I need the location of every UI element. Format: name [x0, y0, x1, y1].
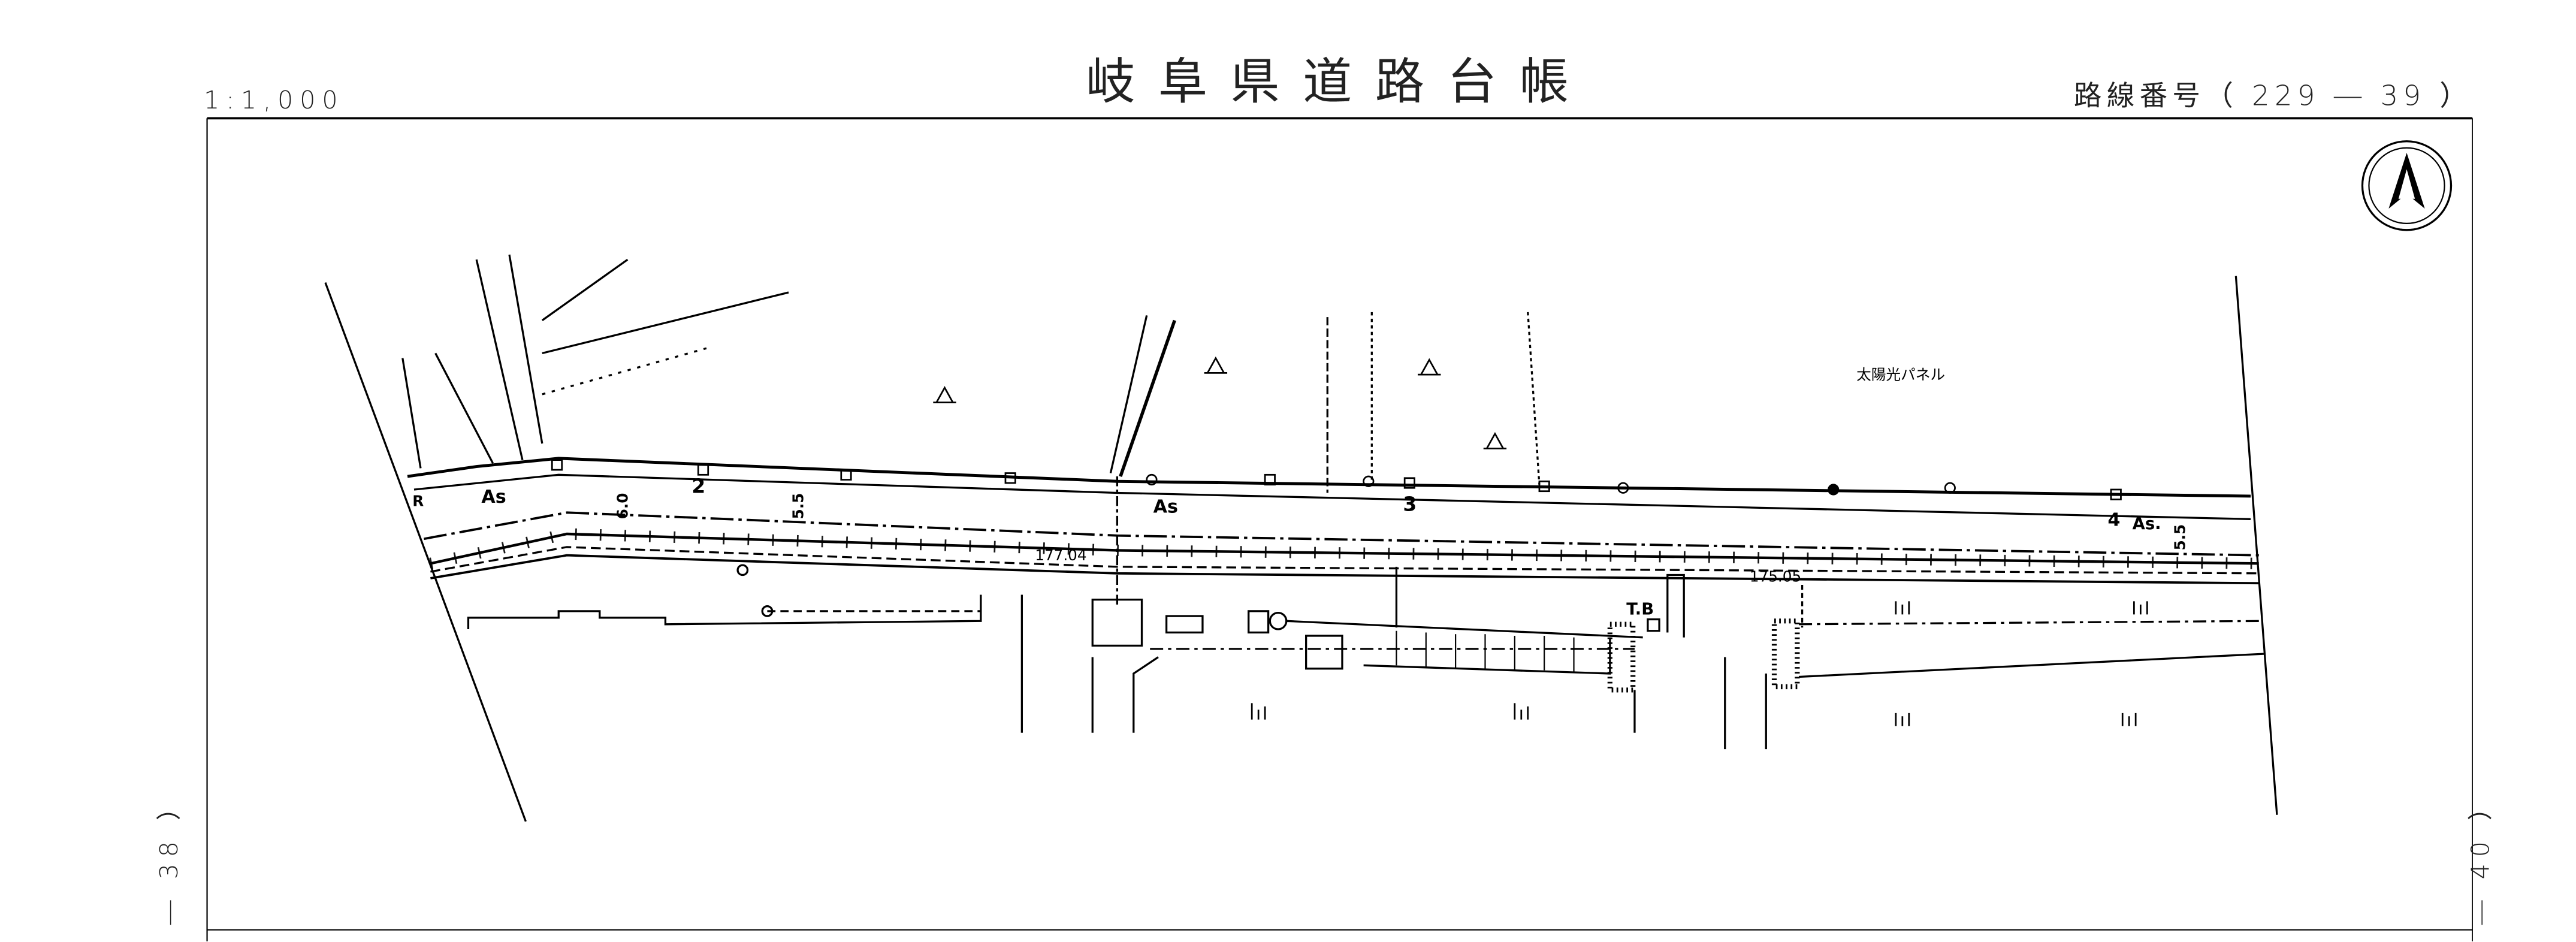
scale-label: 1:1,000: [204, 86, 344, 114]
surface-label: As: [1153, 496, 1178, 517]
adjacent-sheet-right[interactable]: ― 40 ）: [2466, 789, 2495, 925]
road-width: 6.0: [614, 493, 631, 520]
map-labels: R As 2 6.0 5.5 177.04 As 3 T.B 175.05 太陽…: [412, 366, 2188, 618]
north-arrow-icon: [2361, 140, 2453, 231]
road-width: 5.5: [790, 493, 807, 520]
marker-r: R: [412, 492, 424, 509]
station-number: 3: [1403, 493, 1417, 516]
station-number: 4: [2108, 509, 2121, 530]
sheet-frame: [206, 117, 2473, 941]
page-title: 岐阜県道路台帳: [1086, 53, 1591, 110]
adjacent-sheet-left[interactable]: ― 38 ）: [155, 789, 183, 925]
surface-label: As.: [2133, 515, 2161, 533]
route-number: 路線番号（ 229 ― 39 ）: [2074, 79, 2472, 111]
elevation-label: 175.05: [1750, 568, 1801, 585]
solar-panel-label: 太陽光パネル: [1856, 366, 1945, 383]
elevation-label: 177.04: [1035, 547, 1086, 564]
road-plan-drawing: [324, 254, 2278, 822]
surface-label: As: [481, 487, 506, 508]
road-width: 5.5: [2171, 524, 2188, 551]
tb-label: T.B: [1626, 600, 1654, 618]
station-number: 2: [691, 474, 705, 497]
